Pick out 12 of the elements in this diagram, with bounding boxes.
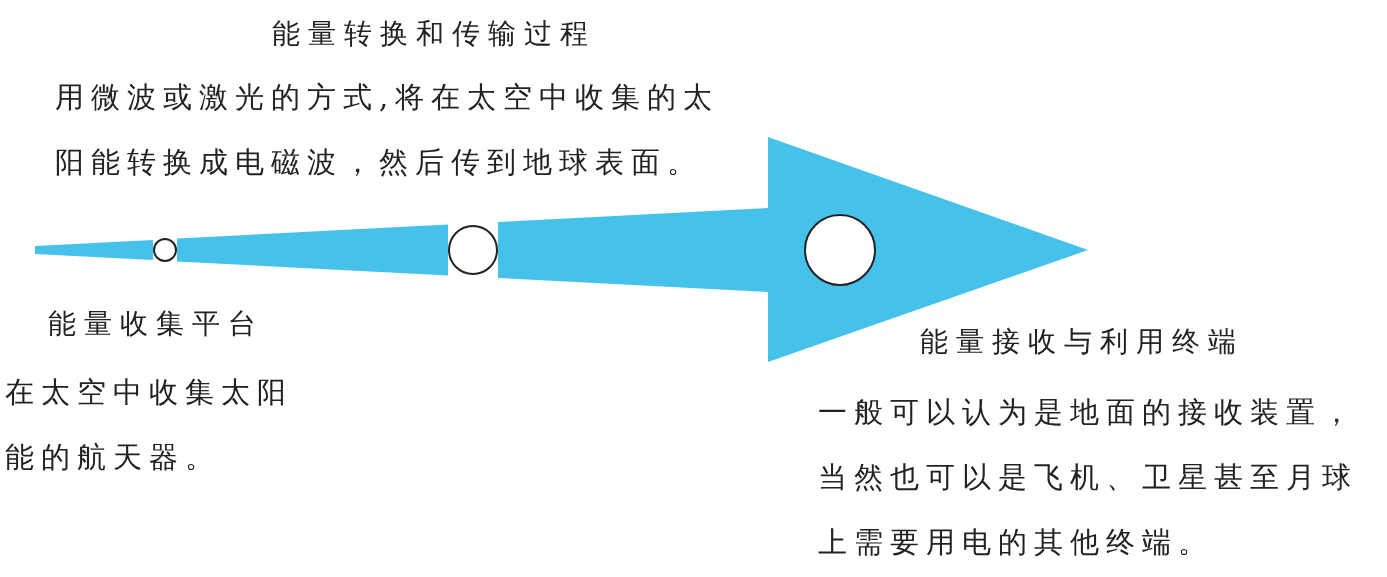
stage-circle bbox=[153, 238, 177, 262]
stage-description: 一般可以认为是地面的接收装置，当然也可以是飞机、卫星甚至月球上需要用电的其他终端。 bbox=[818, 394, 1359, 561]
stage-heading: 能量转换和传输过程 bbox=[272, 16, 596, 52]
stage-circle bbox=[448, 225, 498, 275]
arrow-shaft bbox=[498, 137, 840, 362]
arrow bbox=[840, 162, 1088, 337]
arrow-shaft bbox=[177, 224, 448, 276]
stage-heading: 能量收集平台 bbox=[48, 306, 264, 342]
arrow-shaft bbox=[35, 239, 153, 261]
stage-heading: 能量接收与利用终端 bbox=[920, 324, 1244, 360]
stage-description: 在太空中收集太阳能的航天器。 bbox=[5, 374, 294, 476]
stage-description: 用微波或激光的方式,将在太空中收集的太阳能转换成电磁波，然后传到地球表面。 bbox=[55, 79, 721, 181]
